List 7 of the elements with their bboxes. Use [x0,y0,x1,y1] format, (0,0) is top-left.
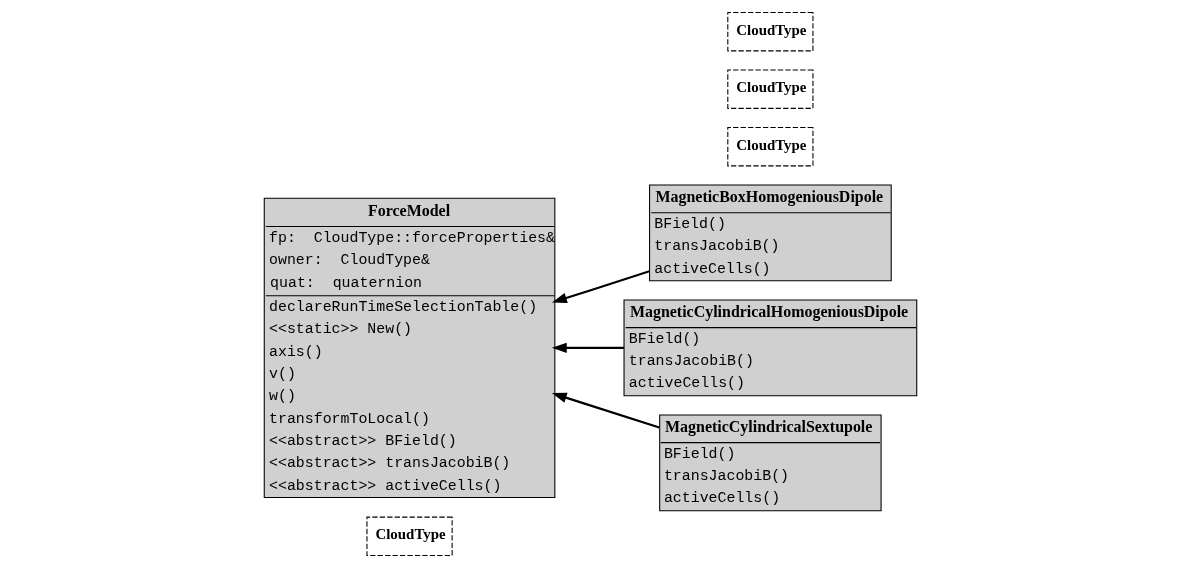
arrow [551,270,650,303]
node-box: CloudType [726,12,813,52]
arrow [551,342,624,354]
node-box: CloudType [726,69,813,109]
node-box: CloudType [365,516,453,556]
arrow [551,392,660,429]
node-box: CloudType [726,127,813,167]
